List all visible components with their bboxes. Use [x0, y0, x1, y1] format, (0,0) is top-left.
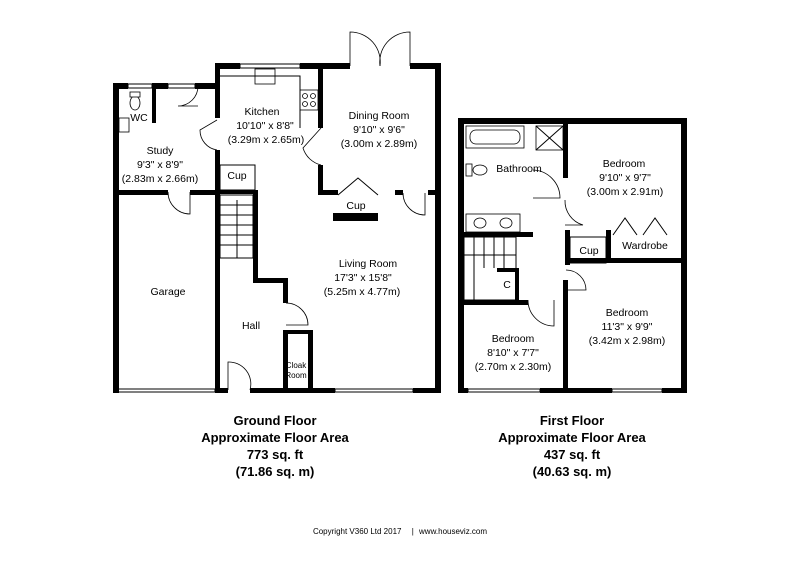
- dining-room-dim-imperial: 9'10" x 9'6": [353, 124, 405, 136]
- first-floor-title: First Floor: [539, 413, 605, 428]
- bedroom2-dim-imperial: 11'3" x 9'9": [602, 321, 653, 333]
- cloak-room-label-line2: Room: [285, 371, 307, 380]
- wc-label: WC: [130, 112, 148, 124]
- cloak-room-label-line1: Cloak: [286, 361, 307, 370]
- bedroom3-dim-metric: (2.70m x 2.30m): [475, 361, 551, 373]
- living-room-dim-imperial: 17'3" x 15'8": [334, 272, 392, 284]
- study-dim-metric: (2.83m x 2.66m): [122, 173, 198, 185]
- bathroom-label: Bathroom: [496, 163, 542, 175]
- bedroom1-label: Bedroom: [603, 158, 646, 170]
- dining-room-label: Dining Room: [349, 110, 410, 122]
- ground-floor-area-metric: (71.86 sq. m): [235, 464, 315, 479]
- ground-floor-title: Ground Floor: [233, 413, 317, 428]
- first-floor-fixtures: [458, 118, 668, 393]
- study-dim-imperial: 9'3" x 8'9": [137, 159, 183, 171]
- footer: Copyright V360 Ltd 2017 | www.houseviz.c…: [0, 527, 800, 536]
- study-label: Study: [147, 145, 175, 157]
- footer-separator: |: [411, 527, 414, 536]
- living-room-label: Living Room: [339, 258, 398, 270]
- copyright-text: Copyright V360 Ltd 2017: [312, 527, 402, 536]
- garage-label: Garage: [150, 286, 185, 298]
- first-floor-walls: [458, 118, 687, 393]
- bedroom1-dim-imperial: 9'10" x 9'7": [599, 172, 651, 184]
- kitchen-cup-label: Cup: [227, 170, 246, 182]
- kitchen-label: Kitchen: [244, 106, 279, 118]
- first-floor-area-imperial: 437 sq. ft: [543, 447, 601, 462]
- ground-floor-caption: Ground Floor Approximate Floor Area 773 …: [175, 412, 375, 480]
- dining-room-dim-metric: (3.00m x 2.89m): [341, 138, 417, 150]
- first-floor-caption: First Floor Approximate Floor Area 437 s…: [472, 412, 672, 480]
- ground-floor-area-imperial: 773 sq. ft: [246, 447, 304, 462]
- kitchen-dim-metric: (3.29m x 2.65m): [228, 134, 304, 146]
- living-room-dim-metric: (5.25m x 4.77m): [324, 286, 400, 298]
- first-floor-area-metric: (40.63 sq. m): [532, 464, 612, 479]
- first-floor-cup-label: Cup: [579, 245, 598, 257]
- first-floor-subtitle: Approximate Floor Area: [498, 430, 646, 445]
- kitchen-dim-imperial: 10'10" x 8'8": [236, 120, 294, 132]
- bedroom2-label: Bedroom: [606, 307, 649, 319]
- hall-label: Hall: [242, 320, 260, 332]
- c-cupboard-label: C: [503, 279, 511, 291]
- fireplace-cup-label: Cup: [346, 200, 365, 212]
- ground-floor-subtitle: Approximate Floor Area: [201, 430, 349, 445]
- ground-floor-walls: [113, 63, 441, 393]
- bedroom3-dim-imperial: 8'10" x 7'7": [487, 347, 539, 359]
- ground-floor-fixtures: [117, 31, 426, 393]
- bedroom3-label: Bedroom: [492, 333, 535, 345]
- bedroom2-dim-metric: (3.42m x 2.98m): [589, 335, 665, 347]
- website-link[interactable]: www.houseviz.com: [419, 527, 488, 536]
- bedroom1-dim-metric: (3.00m x 2.91m): [587, 186, 663, 198]
- wardrobe-label: Wardrobe: [622, 240, 668, 252]
